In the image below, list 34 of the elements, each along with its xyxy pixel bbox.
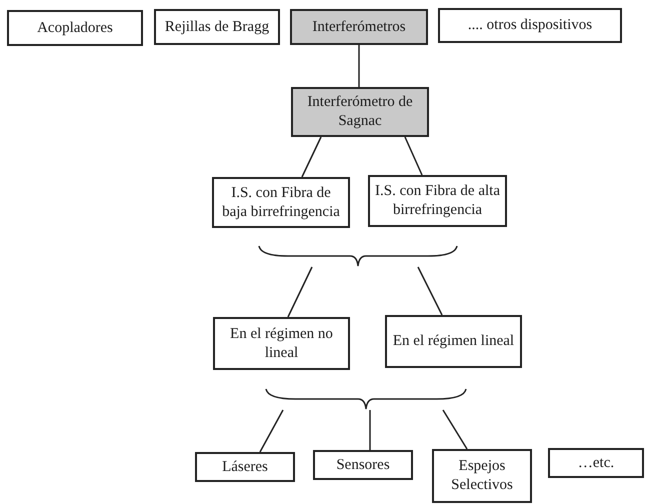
box-label: …etc. — [578, 454, 614, 472]
connector-line — [301, 136, 322, 178]
text-box — [213, 317, 350, 370]
text-box — [432, 449, 532, 503]
connector-line — [287, 266, 313, 318]
box-label: Rejillas de Bragg — [164, 18, 270, 36]
text-box — [313, 450, 413, 480]
text-box — [548, 448, 644, 478]
box-label: En el régimen no lineal — [229, 324, 334, 362]
box-label: Láseres — [222, 458, 268, 476]
text-box — [195, 452, 295, 482]
connector-line — [259, 410, 284, 452]
text-box — [290, 9, 428, 45]
box-label: .... otros dispositivos — [468, 16, 592, 35]
text-box — [438, 8, 622, 43]
box-label: Espejos Selectivos — [450, 457, 514, 495]
connector-line — [369, 410, 371, 450]
box-label: I.S. con Fibra de alta birrefringencia — [374, 182, 501, 220]
box-label: I.S. con Fibra de baja birrefringencia — [221, 184, 341, 222]
text-box — [7, 10, 143, 46]
text-box — [291, 87, 429, 137]
text-box — [368, 175, 507, 227]
text-box — [154, 9, 280, 45]
box-label: Interferómetro de Sagnac — [306, 93, 414, 131]
connector-line — [404, 136, 423, 176]
box-label: Sensores — [336, 456, 390, 474]
connector-line — [442, 410, 468, 450]
connector-line — [417, 266, 443, 316]
box-label: En el régimen lineal — [392, 332, 514, 351]
box-label: Interferómetros — [312, 18, 406, 36]
text-box — [385, 315, 522, 368]
text-box — [212, 177, 350, 228]
connector-line — [358, 45, 360, 87]
box-label: Acopladores — [37, 18, 113, 38]
